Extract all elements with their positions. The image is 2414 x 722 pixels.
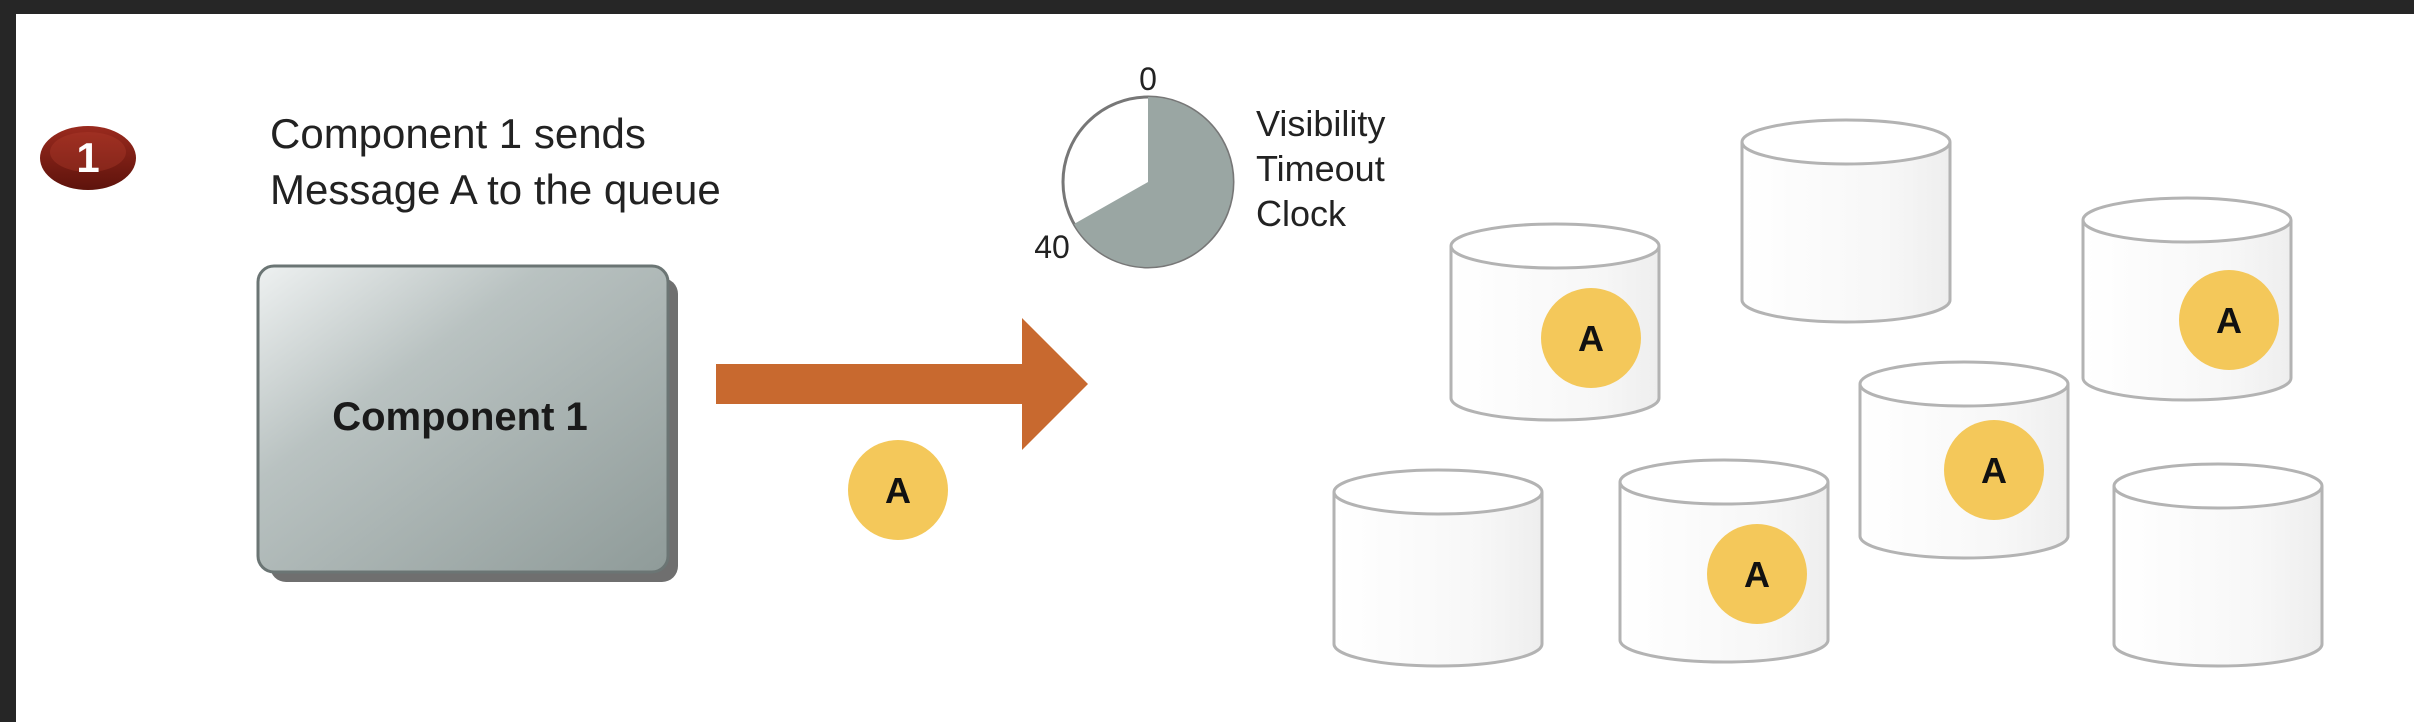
step-description-line2: Message A to the queue: [270, 166, 721, 213]
step-description-line1: Component 1 sends: [270, 110, 646, 157]
svg-text:A: A: [1981, 450, 2007, 491]
svg-text:A: A: [1744, 554, 1770, 595]
queue-server: A: [2081, 196, 2293, 402]
component-1-box: Component 1: [256, 264, 678, 582]
svg-text:A: A: [1578, 318, 1604, 359]
message-token-stored: [1944, 420, 2044, 520]
send-arrow: [716, 318, 1088, 450]
visibility-timeout-clock: 0 40: [1034, 61, 1235, 269]
queue-server: A: [1618, 458, 1830, 664]
queue-server: [2112, 462, 2324, 668]
clock-label-zero: 0: [1139, 61, 1157, 97]
message-token-in-transit: A: [848, 440, 948, 540]
step-badge: 1: [40, 126, 136, 190]
component-1-label: Component 1: [332, 395, 588, 439]
clock-label-forty: 40: [1034, 229, 1070, 265]
queue-server: A: [1449, 222, 1661, 422]
clock-caption-line1: Visibility: [1256, 103, 1385, 144]
message-token-stored: [1707, 524, 1807, 624]
queue-server: [1740, 118, 1952, 324]
message-token-stored: [1541, 288, 1641, 388]
clock-caption-line3: Clock: [1256, 193, 1347, 234]
message-token-stored: [2179, 270, 2279, 370]
svg-text:A: A: [2216, 300, 2242, 341]
step-number: 1: [76, 134, 99, 181]
svg-text:A: A: [885, 470, 911, 511]
queue-server: [1332, 468, 1544, 668]
clock-caption-line2: Timeout: [1256, 148, 1385, 189]
queue-server: A: [1858, 360, 2070, 560]
